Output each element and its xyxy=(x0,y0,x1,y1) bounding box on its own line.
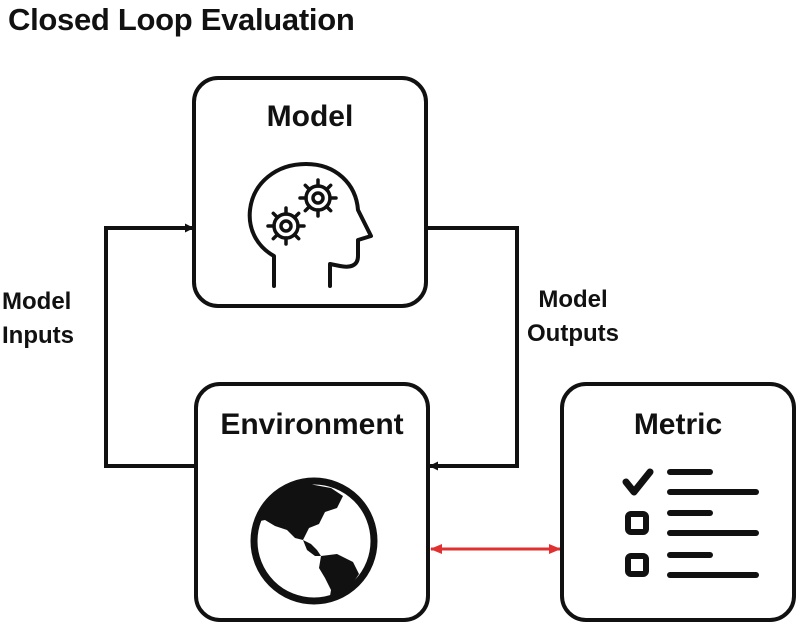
model-outputs-label: Model Outputs xyxy=(527,283,619,350)
model-inputs-label-line2: Inputs xyxy=(2,321,74,349)
model-outputs-label-line1: Model xyxy=(538,286,608,313)
checklist-icon xyxy=(622,468,759,578)
model-inputs-connector xyxy=(104,223,196,468)
model-node: Model xyxy=(192,76,428,308)
globe-icon xyxy=(250,477,378,605)
metric-node-label: Metric xyxy=(633,408,723,441)
environment-node-label: Environment xyxy=(220,408,404,441)
head-gears-icon xyxy=(247,162,373,288)
model-outputs-label-line2: Outputs xyxy=(527,319,619,347)
diagram-title: Closed Loop Evaluation xyxy=(8,2,355,37)
metric-node: Metric xyxy=(560,382,796,622)
model-outputs-connector xyxy=(428,226,519,471)
model-inputs-label: Model Inputs xyxy=(2,285,74,352)
model-inputs-label-line1: Model xyxy=(2,288,72,315)
model-node-label: Model xyxy=(266,100,354,133)
environment-node: Environment xyxy=(194,382,430,622)
